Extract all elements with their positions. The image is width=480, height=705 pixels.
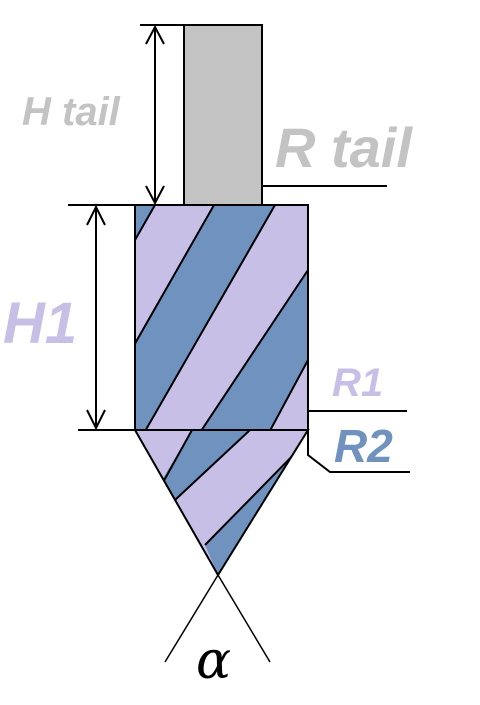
flute-stripe — [135, 205, 275, 430]
tip-flute-stripe — [156, 430, 250, 500]
r1-label: R1 — [332, 361, 383, 405]
r-tail-label: R tail — [275, 116, 413, 179]
body-stripe-edges — [135, 205, 308, 430]
tip-section — [135, 430, 308, 575]
angle-line-left — [164, 574, 219, 663]
h1-label: H1 — [3, 291, 77, 356]
angle-line-right — [217, 574, 271, 663]
h1-dimension — [68, 204, 135, 431]
r2-label: R2 — [334, 420, 393, 472]
tail-shank — [183, 24, 263, 206]
tip-outline — [133, 429, 310, 577]
h-tail-label: H tail — [22, 90, 121, 134]
h-tail-dimension — [140, 24, 184, 206]
r2-leader — [307, 430, 410, 473]
angle-label: α — [196, 631, 231, 691]
